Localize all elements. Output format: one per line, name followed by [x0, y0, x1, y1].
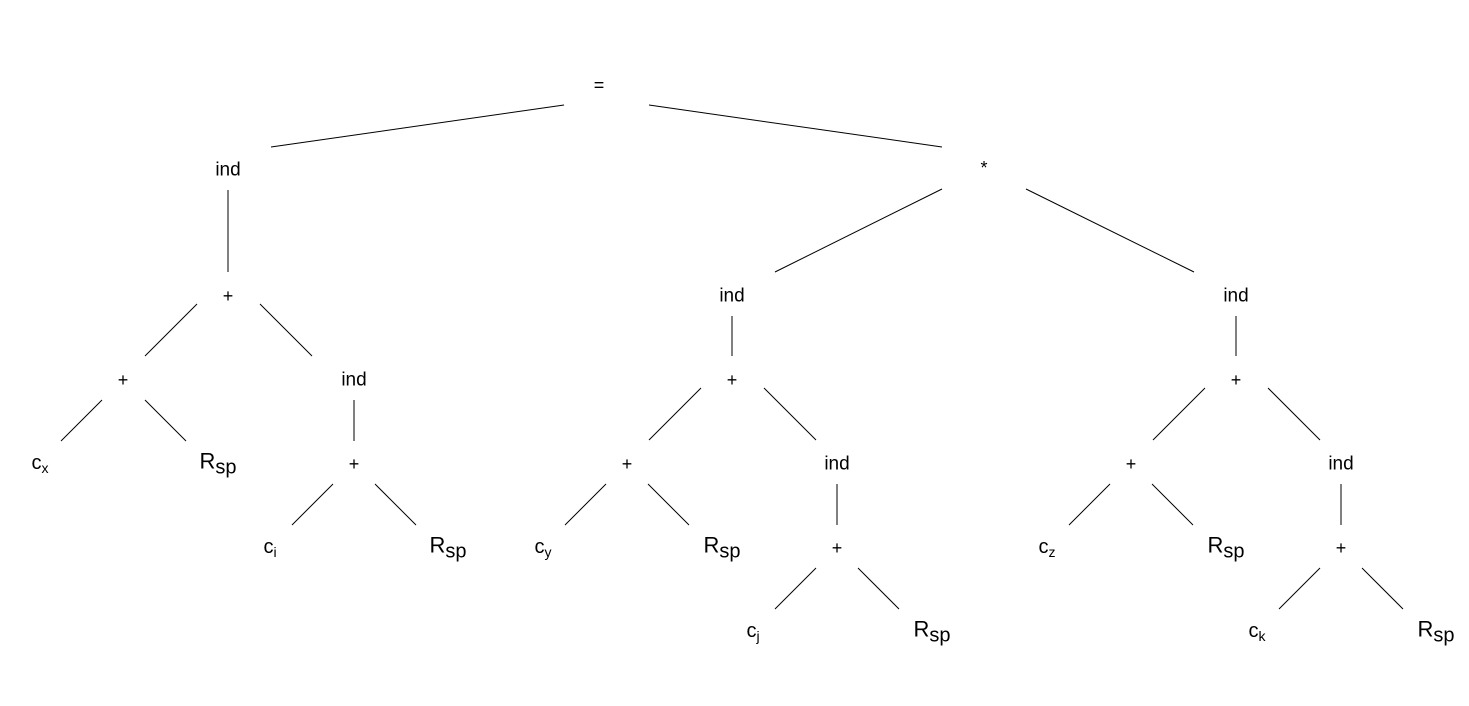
edge-right-plus2-ck: [1278, 567, 1321, 610]
edge-mid-inner-rsp: [647, 483, 690, 526]
leaf-ci: ci: [263, 536, 277, 560]
leaf-rsp-3: Rsp: [703, 532, 741, 563]
edge-mid-plus-ind2: [763, 387, 817, 441]
edge-mid-plus-inner: [648, 387, 702, 441]
edge-lhs-inner-rsp: [144, 399, 187, 442]
node-right-plus: +: [1230, 370, 1242, 390]
leaf-cz: cz: [1038, 536, 1056, 560]
edge-lhs-plus-ind2: [259, 303, 313, 357]
edge-right-plus-inner: [1152, 387, 1206, 441]
node-right-ind2: ind: [1328, 453, 1354, 475]
node-lhs-plus2: +: [348, 454, 360, 474]
edge-mid-plus2-cj: [774, 567, 817, 610]
node-assign: =: [593, 75, 605, 95]
leaf-cy: cy: [534, 536, 552, 560]
edge-lhs-plus2-rsp: [374, 483, 417, 526]
node-lhs-ind2: ind: [341, 369, 367, 391]
leaf-rsp-4: Rsp: [913, 616, 951, 647]
node-mid-plus2: +: [831, 538, 843, 558]
edge-root-mul: [648, 104, 943, 148]
node-mid-ind2: ind: [824, 453, 850, 475]
node-mid-inner-plus: +: [621, 454, 633, 474]
leaf-cj: cj: [746, 620, 760, 644]
edge-right-inner-rsp: [1151, 483, 1194, 526]
edge-lhs-plus-inner: [144, 303, 198, 357]
edge-mul-mind: [774, 188, 943, 273]
leaf-rsp-1: Rsp: [199, 448, 237, 479]
leaf-rsp-2: Rsp: [429, 532, 467, 563]
node-lhs-inner-plus: +: [117, 370, 129, 390]
edge-lhs-inner-cx: [60, 399, 103, 442]
edge-root-lhs: [270, 104, 565, 148]
node-mid-plus: +: [726, 370, 738, 390]
node-lhs-ind: ind: [215, 159, 241, 181]
leaf-rsp-5: Rsp: [1207, 532, 1245, 563]
edge-mid-inner-cy: [564, 483, 607, 526]
edge-right-plus2-rsp: [1361, 567, 1404, 610]
edge-right-plus-ind2: [1267, 387, 1321, 441]
node-lhs-plus: +: [222, 286, 234, 306]
node-right-ind: ind: [1223, 285, 1249, 307]
edge-mid-plus2-rsp: [857, 567, 900, 610]
edge-right-inner-cz: [1068, 483, 1111, 526]
node-right-inner-plus: +: [1125, 454, 1137, 474]
leaf-cx: cx: [31, 452, 49, 476]
leaf-ck: ck: [1248, 620, 1266, 644]
edge-lhs-plus2-ci: [291, 483, 334, 526]
leaf-rsp-6: Rsp: [1417, 616, 1455, 647]
node-mid-ind: ind: [719, 285, 745, 307]
node-right-plus2: +: [1335, 538, 1347, 558]
node-multiply: *: [980, 158, 988, 178]
edge-mul-rind: [1025, 188, 1195, 273]
